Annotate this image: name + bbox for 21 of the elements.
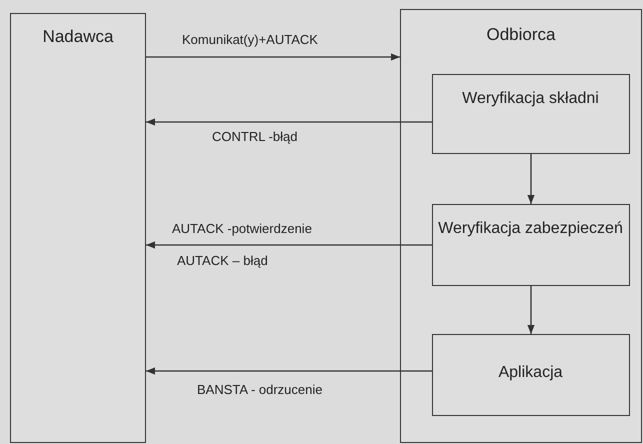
- message-label: AUTACK – błąd: [175, 253, 270, 268]
- node-label: Weryfikacja składni: [461, 88, 600, 108]
- process-box: [432, 74, 630, 154]
- node-label: Odbiorca: [486, 24, 556, 46]
- arrow: [527, 154, 535, 204]
- edge-label: CONTRL -błąd: [210, 129, 300, 144]
- edge-label: Komunikat(y)+AUTACK: [180, 32, 320, 47]
- process-box: [432, 204, 630, 286]
- node-label: Nadawca: [42, 26, 114, 48]
- edge-label: AUTACK -potwierdzenie: [170, 221, 314, 236]
- node-label: Weryfikacja zabezpieczeń: [437, 218, 624, 238]
- node-label: Aplikacja: [497, 362, 564, 382]
- arrow: [146, 241, 432, 249]
- process-box: [432, 334, 630, 416]
- arrow: [146, 53, 400, 61]
- edge-label: BANSTA - odrzucenie: [195, 382, 324, 397]
- arrow: [146, 367, 432, 375]
- participant-box: [10, 13, 146, 443]
- participant-box: [400, 9, 642, 443]
- arrow: [146, 118, 432, 126]
- arrow: [527, 286, 535, 334]
